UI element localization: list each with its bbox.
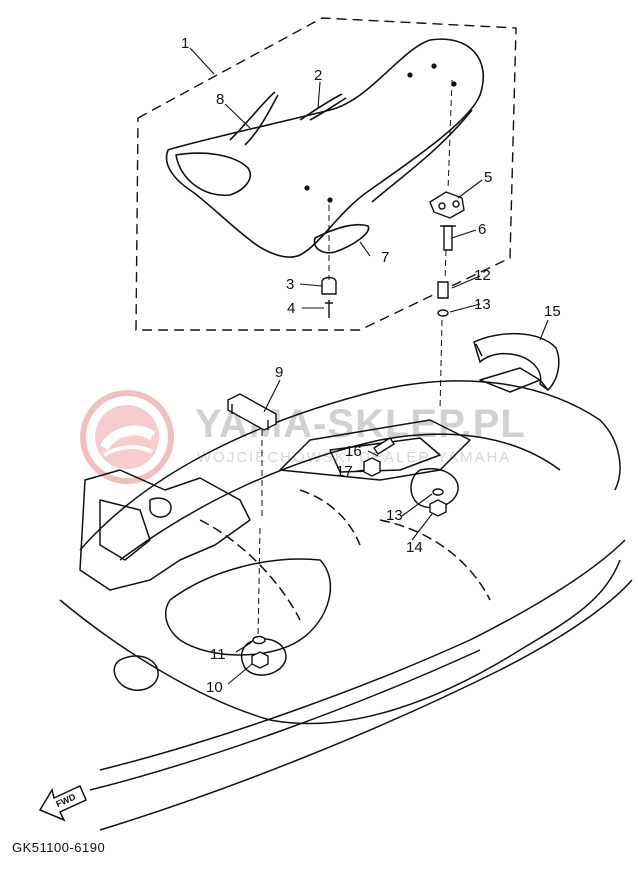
callout-9: 9 <box>275 364 283 381</box>
leader-lines <box>189 47 549 685</box>
callout-17: 17 <box>336 463 353 480</box>
callout-1: 1 <box>181 35 189 52</box>
hull-deck <box>59 367 633 831</box>
part-15-cover <box>473 332 560 391</box>
alignment-lines <box>257 79 453 641</box>
callout-7: 7 <box>381 249 389 266</box>
callout-14: 14 <box>406 539 423 556</box>
callout-labels: 1 2 3 4 5 6 7 8 9 10 11 12 13 13 14 15 1… <box>181 35 561 696</box>
callout-13-upper: 13 <box>474 296 491 313</box>
callout-6: 6 <box>478 221 486 238</box>
callout-8: 8 <box>216 91 224 108</box>
callout-10: 10 <box>206 679 223 696</box>
callout-3: 3 <box>286 276 294 293</box>
seat <box>165 38 485 258</box>
drawing-code: GK51100-6190 <box>12 840 105 855</box>
callout-5: 5 <box>484 169 492 186</box>
callout-11: 11 <box>210 646 226 663</box>
callout-4: 4 <box>287 300 295 317</box>
callout-13-lower: 13 <box>386 507 403 524</box>
seat-parts <box>321 191 465 318</box>
watermark: YAMA-SKLEP.PL WOJCIECHOWSKI DEALER YAMAH… <box>80 390 525 484</box>
callout-15: 15 <box>544 303 561 320</box>
deck-fasteners <box>251 437 447 669</box>
callout-2: 2 <box>314 67 322 84</box>
callout-12: 12 <box>474 267 491 284</box>
watermark-logo <box>80 390 174 484</box>
callout-16: 16 <box>345 443 362 460</box>
fwd-arrow: FWD <box>38 784 87 822</box>
watermark-subtitle: WOJCIECHOWSKI DEALER YAMAHA <box>197 449 511 466</box>
part-9-bracket <box>227 393 277 431</box>
seat-assembly-boundary <box>135 17 517 331</box>
